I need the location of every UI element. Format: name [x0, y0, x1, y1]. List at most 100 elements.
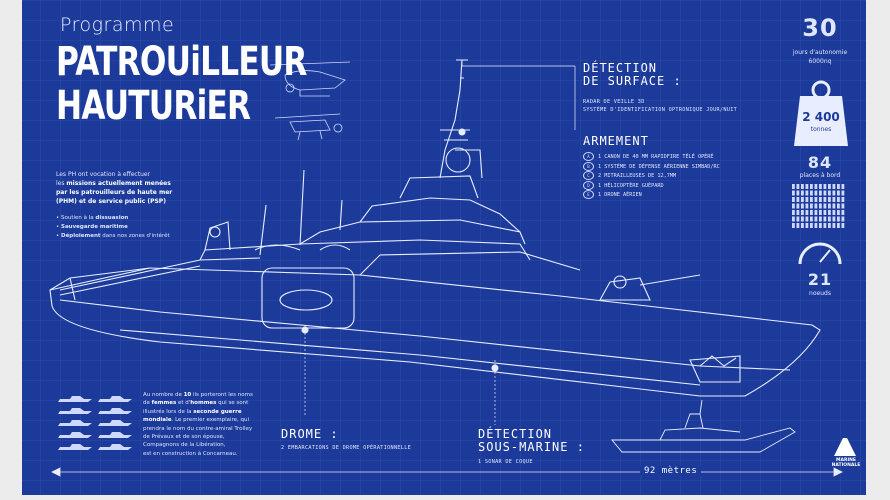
- crew-figure: [810, 197, 813, 202]
- drome-block: DROME : 2 EMBARCATIONS DE DROME OPÉRATIO…: [281, 427, 412, 452]
- crew-figure: [819, 203, 822, 209]
- crew-figure: [832, 223, 836, 228]
- crew-figure: [805, 197, 809, 202]
- crew-figure: [823, 223, 827, 228]
- crew-figure: [832, 190, 836, 196]
- weight-icon: [794, 80, 848, 146]
- crew-figure: [805, 210, 809, 215]
- crew-figure: [841, 184, 845, 189]
- crew-figure: [823, 210, 827, 215]
- drone-drawing: [274, 113, 343, 141]
- crew-figure: [801, 184, 804, 189]
- crew-figure: [828, 184, 831, 189]
- marine-nationale-logo: [834, 438, 856, 456]
- crew-figure: [801, 203, 804, 209]
- title-line-2: HAUTURiER: [56, 83, 251, 129]
- mission-item: Déploiement dans nos zones d'intérêt: [56, 232, 226, 241]
- history-text: Au nombre de 10 ils porteront les noms d…: [143, 392, 253, 457]
- missions-list: Soutien à la dissuasion Sauvegarde marit…: [56, 214, 226, 241]
- crew-figure: [805, 223, 809, 228]
- logo-text: MARINE NATIONALE: [831, 458, 861, 468]
- crew-figure: [832, 203, 836, 209]
- crew-figure: [837, 216, 840, 222]
- crew-figure: [828, 223, 831, 228]
- crew-figure: [814, 197, 818, 202]
- crew-figure: [792, 190, 795, 196]
- crew-figure: [796, 184, 800, 189]
- ship-silhouette: [58, 432, 92, 438]
- ship-silhouette: [98, 444, 132, 450]
- crew-figure: [841, 203, 845, 209]
- crew-figure: [832, 216, 836, 222]
- length-dimension: [51, 467, 843, 477]
- crew-figure: [832, 210, 836, 215]
- tonnes-number: 2 400: [802, 110, 840, 124]
- crew-figure: [819, 190, 822, 196]
- crew-figure: [837, 203, 840, 209]
- crew-figure: [810, 203, 813, 209]
- ship-silhouette: [58, 408, 92, 414]
- helicopter-drawing: [269, 61, 351, 97]
- crew-figure: [801, 197, 804, 202]
- places-number: 84: [807, 153, 833, 172]
- crew-icon-grid: [792, 184, 845, 228]
- crew-figure: [823, 190, 827, 196]
- crew-figure: [837, 210, 840, 215]
- ship-silhouette: [58, 396, 92, 402]
- ship-silhouette: [98, 408, 132, 414]
- crew-figure: [814, 184, 818, 189]
- crew-figure: [823, 184, 827, 189]
- crew-figure: [810, 210, 813, 215]
- crew-figure: [814, 203, 818, 209]
- crew-figure: [801, 190, 804, 196]
- places-label: places à bord: [799, 172, 841, 179]
- crew-figure: [841, 216, 845, 222]
- crew-figure: [823, 203, 827, 209]
- crew-figure: [819, 216, 822, 222]
- detection-sous-marine-block: DÉTECTION SOUS-MARINE : 1 SONAR DE COQUE: [478, 427, 585, 466]
- ship-silhouette: [58, 444, 92, 450]
- crew-figure: [841, 197, 845, 202]
- crew-figure: [792, 216, 795, 222]
- title-line-1: PATROUiLLEUR: [56, 39, 307, 85]
- tonnes-label: tonnes: [810, 126, 832, 133]
- crew-figure: [819, 223, 822, 228]
- mission-item: Sauvegarde maritime: [56, 223, 226, 232]
- crew-figure: [841, 210, 845, 215]
- detection-surface-block: DÉTECTION DE SURFACE : RADAR DE VEILLE 3…: [583, 61, 738, 114]
- crew-figure: [810, 223, 813, 228]
- crew-figure: [805, 184, 809, 189]
- crew-figure: [792, 203, 795, 209]
- crew-figure: [819, 184, 822, 189]
- crew-figure: [796, 210, 800, 215]
- crew-figure: [805, 190, 809, 196]
- noeuds-label: noeuds: [809, 290, 831, 297]
- crew-figure: [828, 197, 831, 202]
- crew-figure: [823, 197, 827, 202]
- autonomie-nq: 6000nq: [808, 58, 832, 65]
- crew-figure: [832, 184, 836, 189]
- crew-figure: [828, 216, 831, 222]
- crew-figure: [810, 216, 813, 222]
- crew-figure: [828, 190, 831, 196]
- crew-figure: [792, 184, 795, 189]
- crew-figure: [819, 210, 822, 215]
- autonomie-number: 30: [802, 14, 838, 42]
- ship-silhouette: [58, 420, 92, 426]
- ship-drawing: [49, 59, 821, 425]
- crew-figure: [832, 197, 836, 202]
- crew-figure: [837, 223, 840, 228]
- small-ship-drawing: [611, 399, 796, 453]
- crew-figure: [837, 197, 840, 202]
- crew-figure: [801, 216, 804, 222]
- crew-figure: [792, 197, 795, 202]
- crew-figure: [841, 190, 845, 196]
- crew-figure: [801, 210, 804, 215]
